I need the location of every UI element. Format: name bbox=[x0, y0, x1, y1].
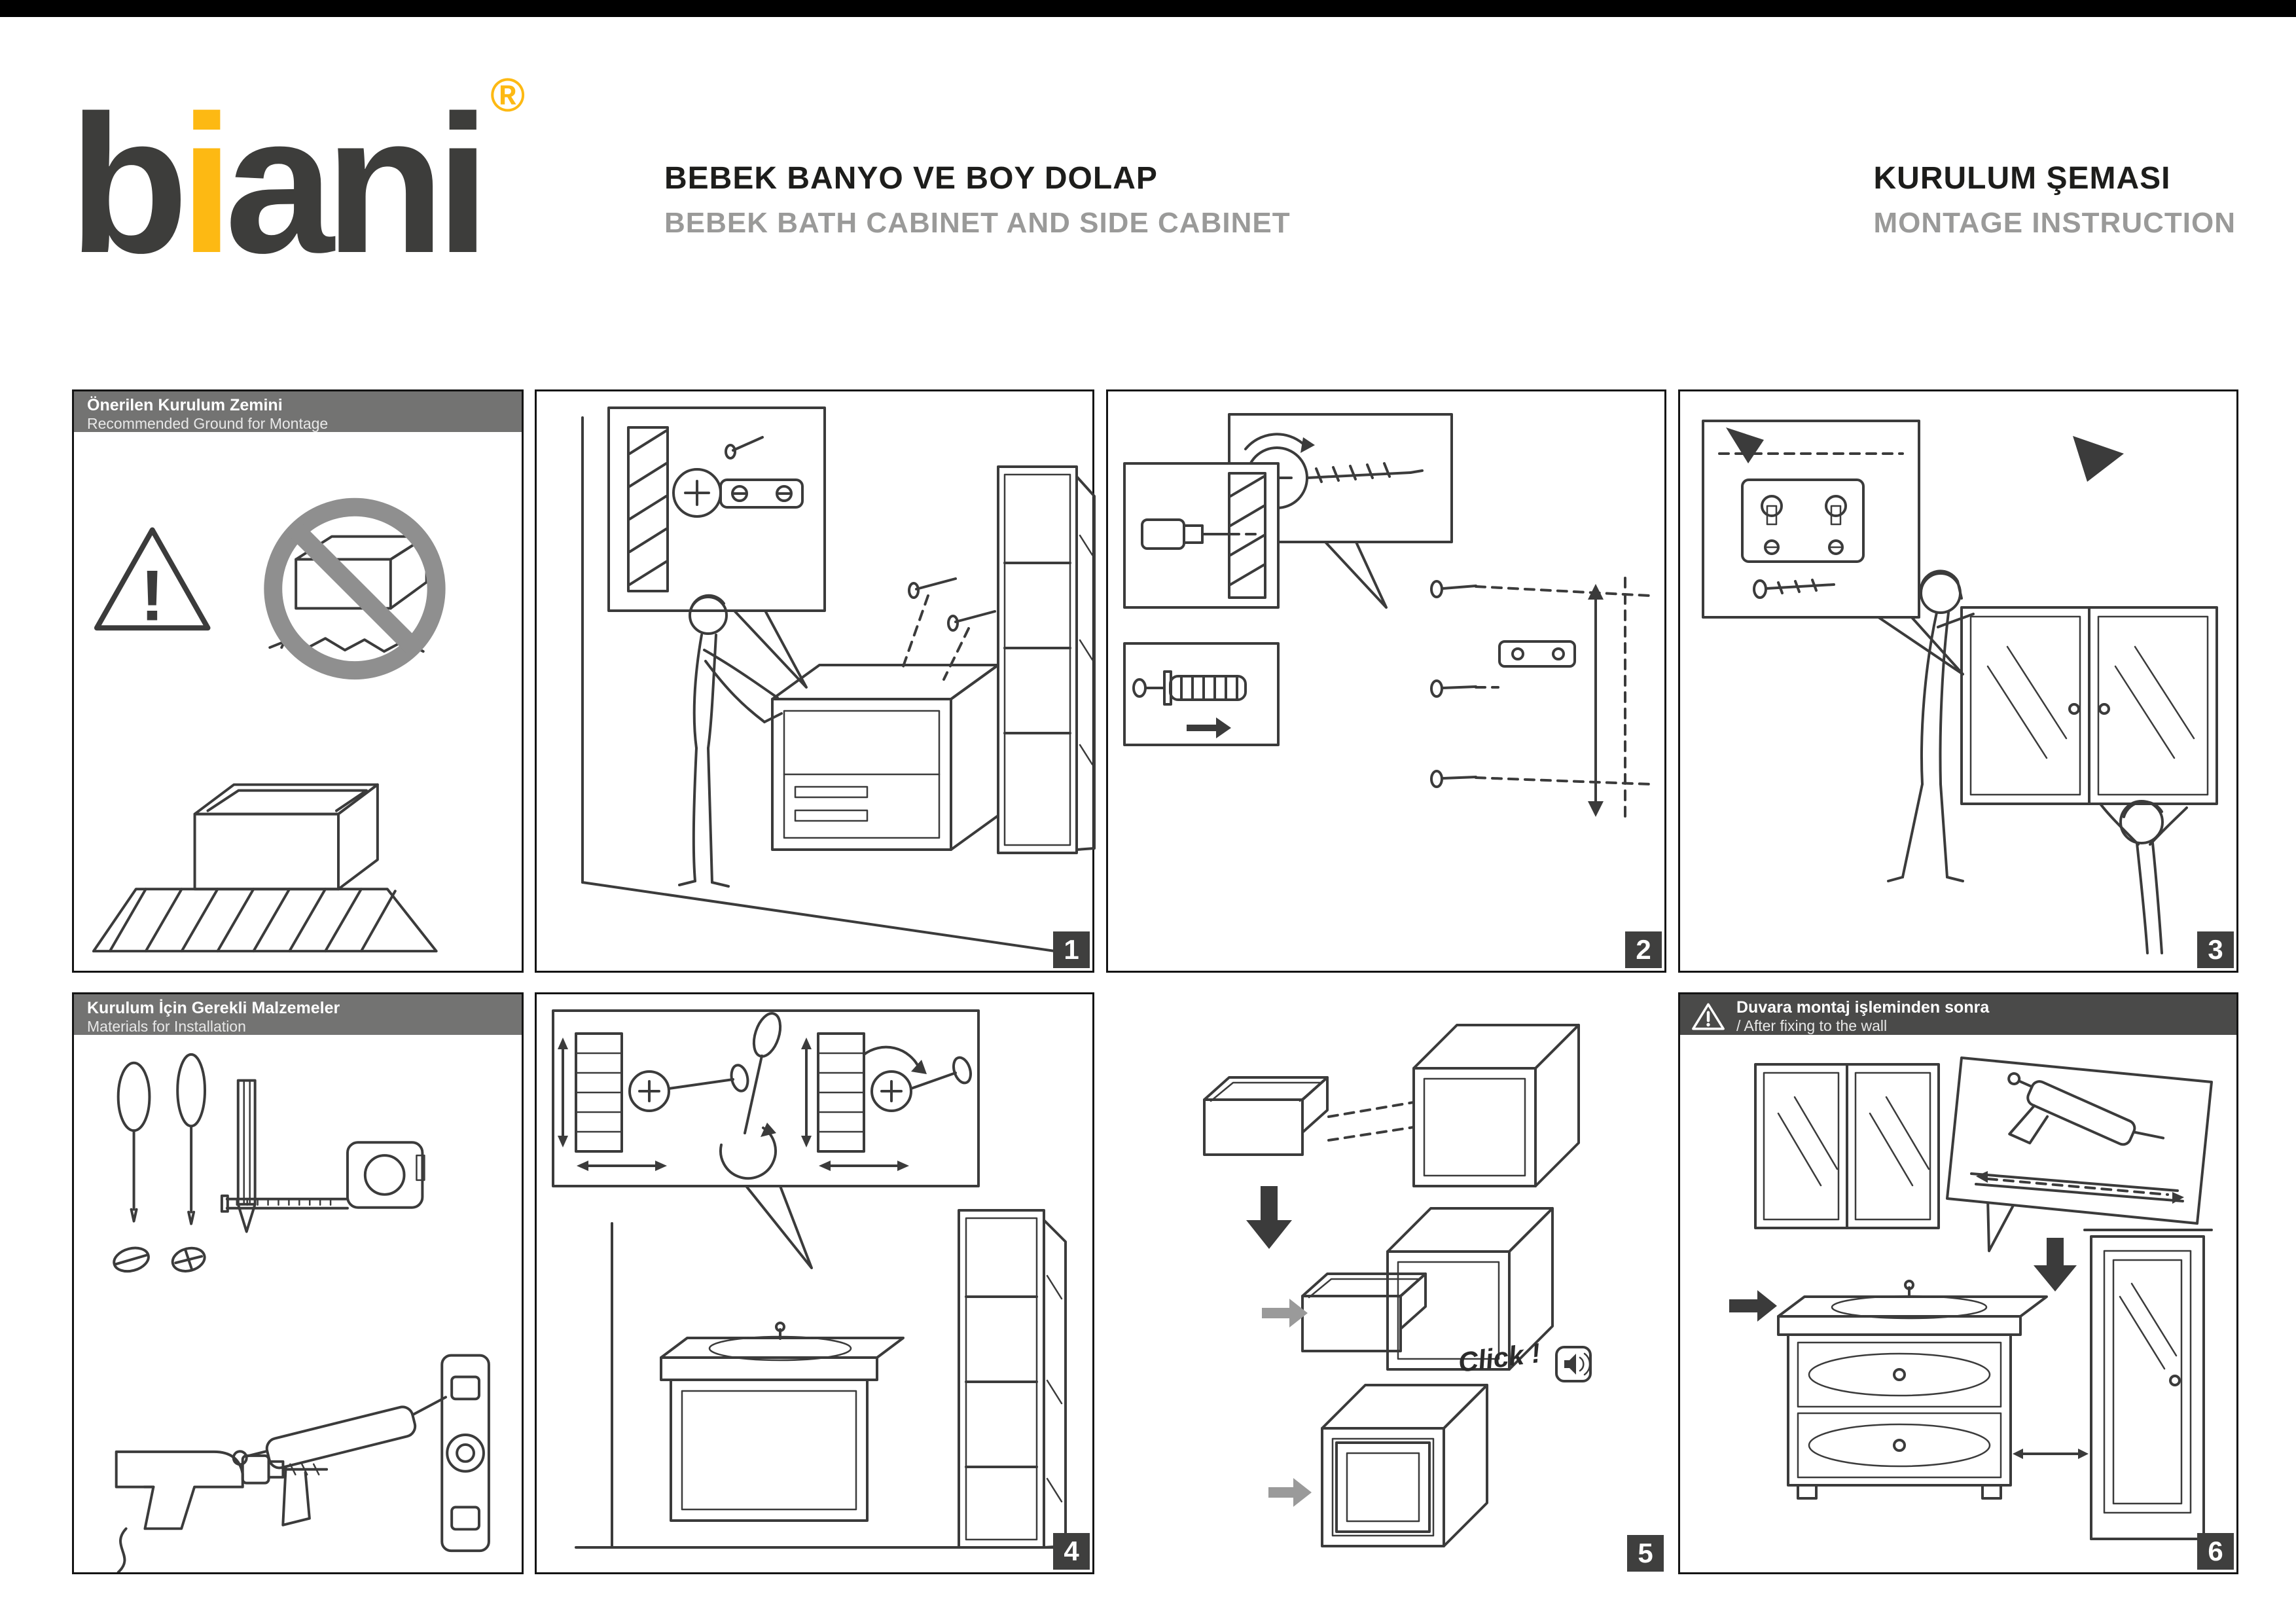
push-to-wall-arrow bbox=[1729, 1290, 1777, 1322]
brand-logo: biani® bbox=[69, 72, 525, 282]
niche-scene bbox=[575, 1209, 1075, 1549]
screwdriver-phillips-icon bbox=[171, 1053, 207, 1272]
room-corner bbox=[581, 416, 1088, 957]
doc-title-tr: KURULUM ŞEMASI bbox=[1873, 161, 2171, 196]
base-cabinet-drawing bbox=[771, 664, 999, 851]
logo-letter: b bbox=[69, 74, 188, 294]
product-title-tr: BEBEK BANYO VE BOY DOLAP bbox=[664, 161, 1158, 196]
panel-materials: Kurulum İçin Gerekli Malzemeler Material… bbox=[72, 992, 524, 1574]
step-number-badge: 4 bbox=[1053, 1533, 1090, 1570]
materials-header-en: Materials for Installation bbox=[87, 1018, 246, 1035]
step1-illustration bbox=[581, 406, 1096, 957]
align-arrow bbox=[2013, 1449, 2089, 1459]
step3-illustration bbox=[1702, 420, 2218, 954]
tape-measure-icon bbox=[220, 1141, 425, 1213]
logo-letter-accent: i bbox=[179, 74, 234, 294]
product-title-en: BEBEK BATH CABINET AND SIDE CABINET bbox=[664, 207, 1291, 239]
after-fixing-en: / After fixing to the wall bbox=[1736, 1017, 1888, 1035]
svg-text:Click !: Click ! bbox=[1456, 1337, 1542, 1378]
vanity-cabinet-final bbox=[1777, 1280, 2048, 1500]
registered-mark: ® bbox=[490, 69, 526, 122]
panel-step-3: 3 bbox=[1678, 389, 2238, 973]
step-number-badge: 3 bbox=[2197, 931, 2234, 968]
drawer-step-closed bbox=[1268, 1384, 1488, 1547]
seal-down-arrow bbox=[2034, 1238, 2077, 1291]
doc-title-block: KURULUM ŞEMASI MONTAGE INSTRUCTION bbox=[1874, 160, 2236, 240]
ground-illustration: ! bbox=[92, 497, 446, 953]
step6-illustration bbox=[1729, 1056, 2213, 1540]
top-black-bar bbox=[0, 0, 2296, 17]
side-cabinet-final bbox=[2083, 1229, 2213, 1540]
prohibition-icon bbox=[264, 497, 446, 680]
screwdriver-flat-icon bbox=[113, 1061, 151, 1273]
warning-triangle-icon: ! bbox=[94, 527, 211, 636]
correct-ground-drawing bbox=[92, 783, 438, 953]
hinge-adjust-detail bbox=[552, 1009, 980, 1269]
panel-step-1: 1 bbox=[535, 389, 1096, 973]
panel-step-4: 4 bbox=[535, 992, 1094, 1574]
mount-direction-arrow bbox=[2073, 436, 2124, 482]
wall-plug-detail-box bbox=[1123, 642, 1280, 746]
tall-cabinet-drawing bbox=[997, 465, 1096, 854]
silicone-balloon bbox=[1946, 1056, 2213, 1252]
doc-title-en: MONTAGE INSTRUCTION bbox=[1873, 207, 2236, 239]
drilling-detail-box bbox=[1123, 462, 1280, 609]
svg-text:!: ! bbox=[140, 556, 164, 636]
product-title-block: BEBEK BANYO VE BOY DOLAP BEBEK BATH CABI… bbox=[664, 160, 1291, 240]
wall-marking-drawing bbox=[1430, 577, 1651, 821]
step4-illustration bbox=[552, 1009, 1075, 1549]
person-lifting-left bbox=[1887, 569, 1975, 882]
step2-illustration bbox=[1123, 413, 1651, 821]
after-fixing-tr: Duvara montaj işleminden sonra bbox=[1736, 998, 1990, 1017]
step-number-badge: 6 bbox=[2197, 1533, 2234, 1570]
click-sound-icon bbox=[1555, 1346, 1592, 1382]
step-number-badge: 2 bbox=[1625, 931, 1662, 968]
materials-panel-header: Kurulum İçin Gerekli Malzemeler Material… bbox=[74, 994, 522, 1035]
panel-step-6: Duvara montaj işleminden sonra / After f… bbox=[1678, 992, 2238, 1574]
ground-panel-header: Önerilen Kurulum Zemini Recommended Grou… bbox=[74, 391, 522, 432]
spirit-level-icon bbox=[440, 1354, 490, 1553]
ground-header-tr: Önerilen Kurulum Zemini bbox=[87, 396, 283, 414]
panel-recommended-ground: Önerilen Kurulum Zemini Recommended Grou… bbox=[72, 389, 524, 973]
materials-header-tr: Kurulum İçin Gerekli Malzemeler bbox=[87, 999, 340, 1017]
drawer-step-insert: Click ! bbox=[1262, 1207, 1592, 1382]
hinge-detail-balloon bbox=[607, 406, 826, 689]
caulk-gun-icon bbox=[232, 1396, 448, 1526]
drawer-step-out bbox=[1203, 1024, 1580, 1249]
ground-header-en: Recommended Ground for Montage bbox=[87, 415, 329, 432]
step-number-badge: 1 bbox=[1053, 931, 1090, 968]
panel-step-2: 2 bbox=[1106, 389, 1666, 973]
after-fixing-header: Duvara montaj işleminden sonra / After f… bbox=[1680, 994, 2236, 1035]
drill-icon bbox=[115, 1450, 329, 1572]
warning-triangle-icon bbox=[1692, 1003, 1725, 1030]
person-assembling bbox=[678, 594, 783, 888]
materials-illustration bbox=[113, 1053, 490, 1572]
panel-step-5: Click ! 5 bbox=[1106, 992, 1666, 1574]
mirror-cabinet-drawing bbox=[1960, 606, 2218, 805]
screws-and-guides bbox=[902, 577, 996, 681]
wall-plate-balloon bbox=[1702, 420, 1964, 676]
logo-letters: ani bbox=[224, 74, 490, 294]
person-lifting-right bbox=[2099, 800, 2188, 954]
step-number-badge: 5 bbox=[1627, 1535, 1664, 1572]
step5-illustration: Click ! bbox=[1203, 1024, 1592, 1547]
mirror-cabinet-final bbox=[1754, 1063, 1940, 1229]
